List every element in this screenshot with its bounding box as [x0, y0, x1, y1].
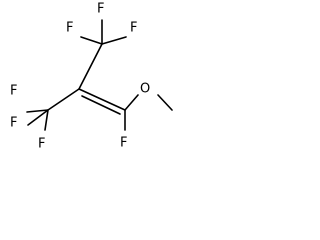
bond-c3-c1 — [78, 88, 126, 111]
atom-labels: F F F F F F O F — [10, 2, 150, 152]
bond-o-ch3 — [157, 94, 173, 111]
chemical-structure: F F F F F F O F — [10, 2, 173, 152]
bond-layer — [26, 19, 173, 131]
bond-c2-c3 — [78, 43, 103, 90]
bond-c3-c1-double — [81, 95, 121, 115]
fluorine-label: F — [130, 21, 137, 36]
fluorine-label: F — [66, 21, 73, 36]
bond-c4-f-left-lower — [27, 109, 49, 126]
fluorine-label: F — [10, 116, 17, 131]
bond-c3-c4 — [47, 88, 80, 111]
fluorine-label: F — [97, 2, 104, 17]
fluorine-label: F — [120, 136, 127, 151]
bond-c4-f-bottom — [44, 109, 49, 131]
bond-c4-f-left-upper — [26, 109, 49, 113]
fluorine-label: F — [38, 137, 45, 152]
bond-c2-f-top-left — [80, 36, 103, 45]
bond-c2-f-top-right — [101, 36, 127, 45]
oxygen-label: O — [140, 82, 150, 97]
bond-c1-o — [124, 94, 139, 111]
fluorine-label: F — [10, 84, 17, 99]
